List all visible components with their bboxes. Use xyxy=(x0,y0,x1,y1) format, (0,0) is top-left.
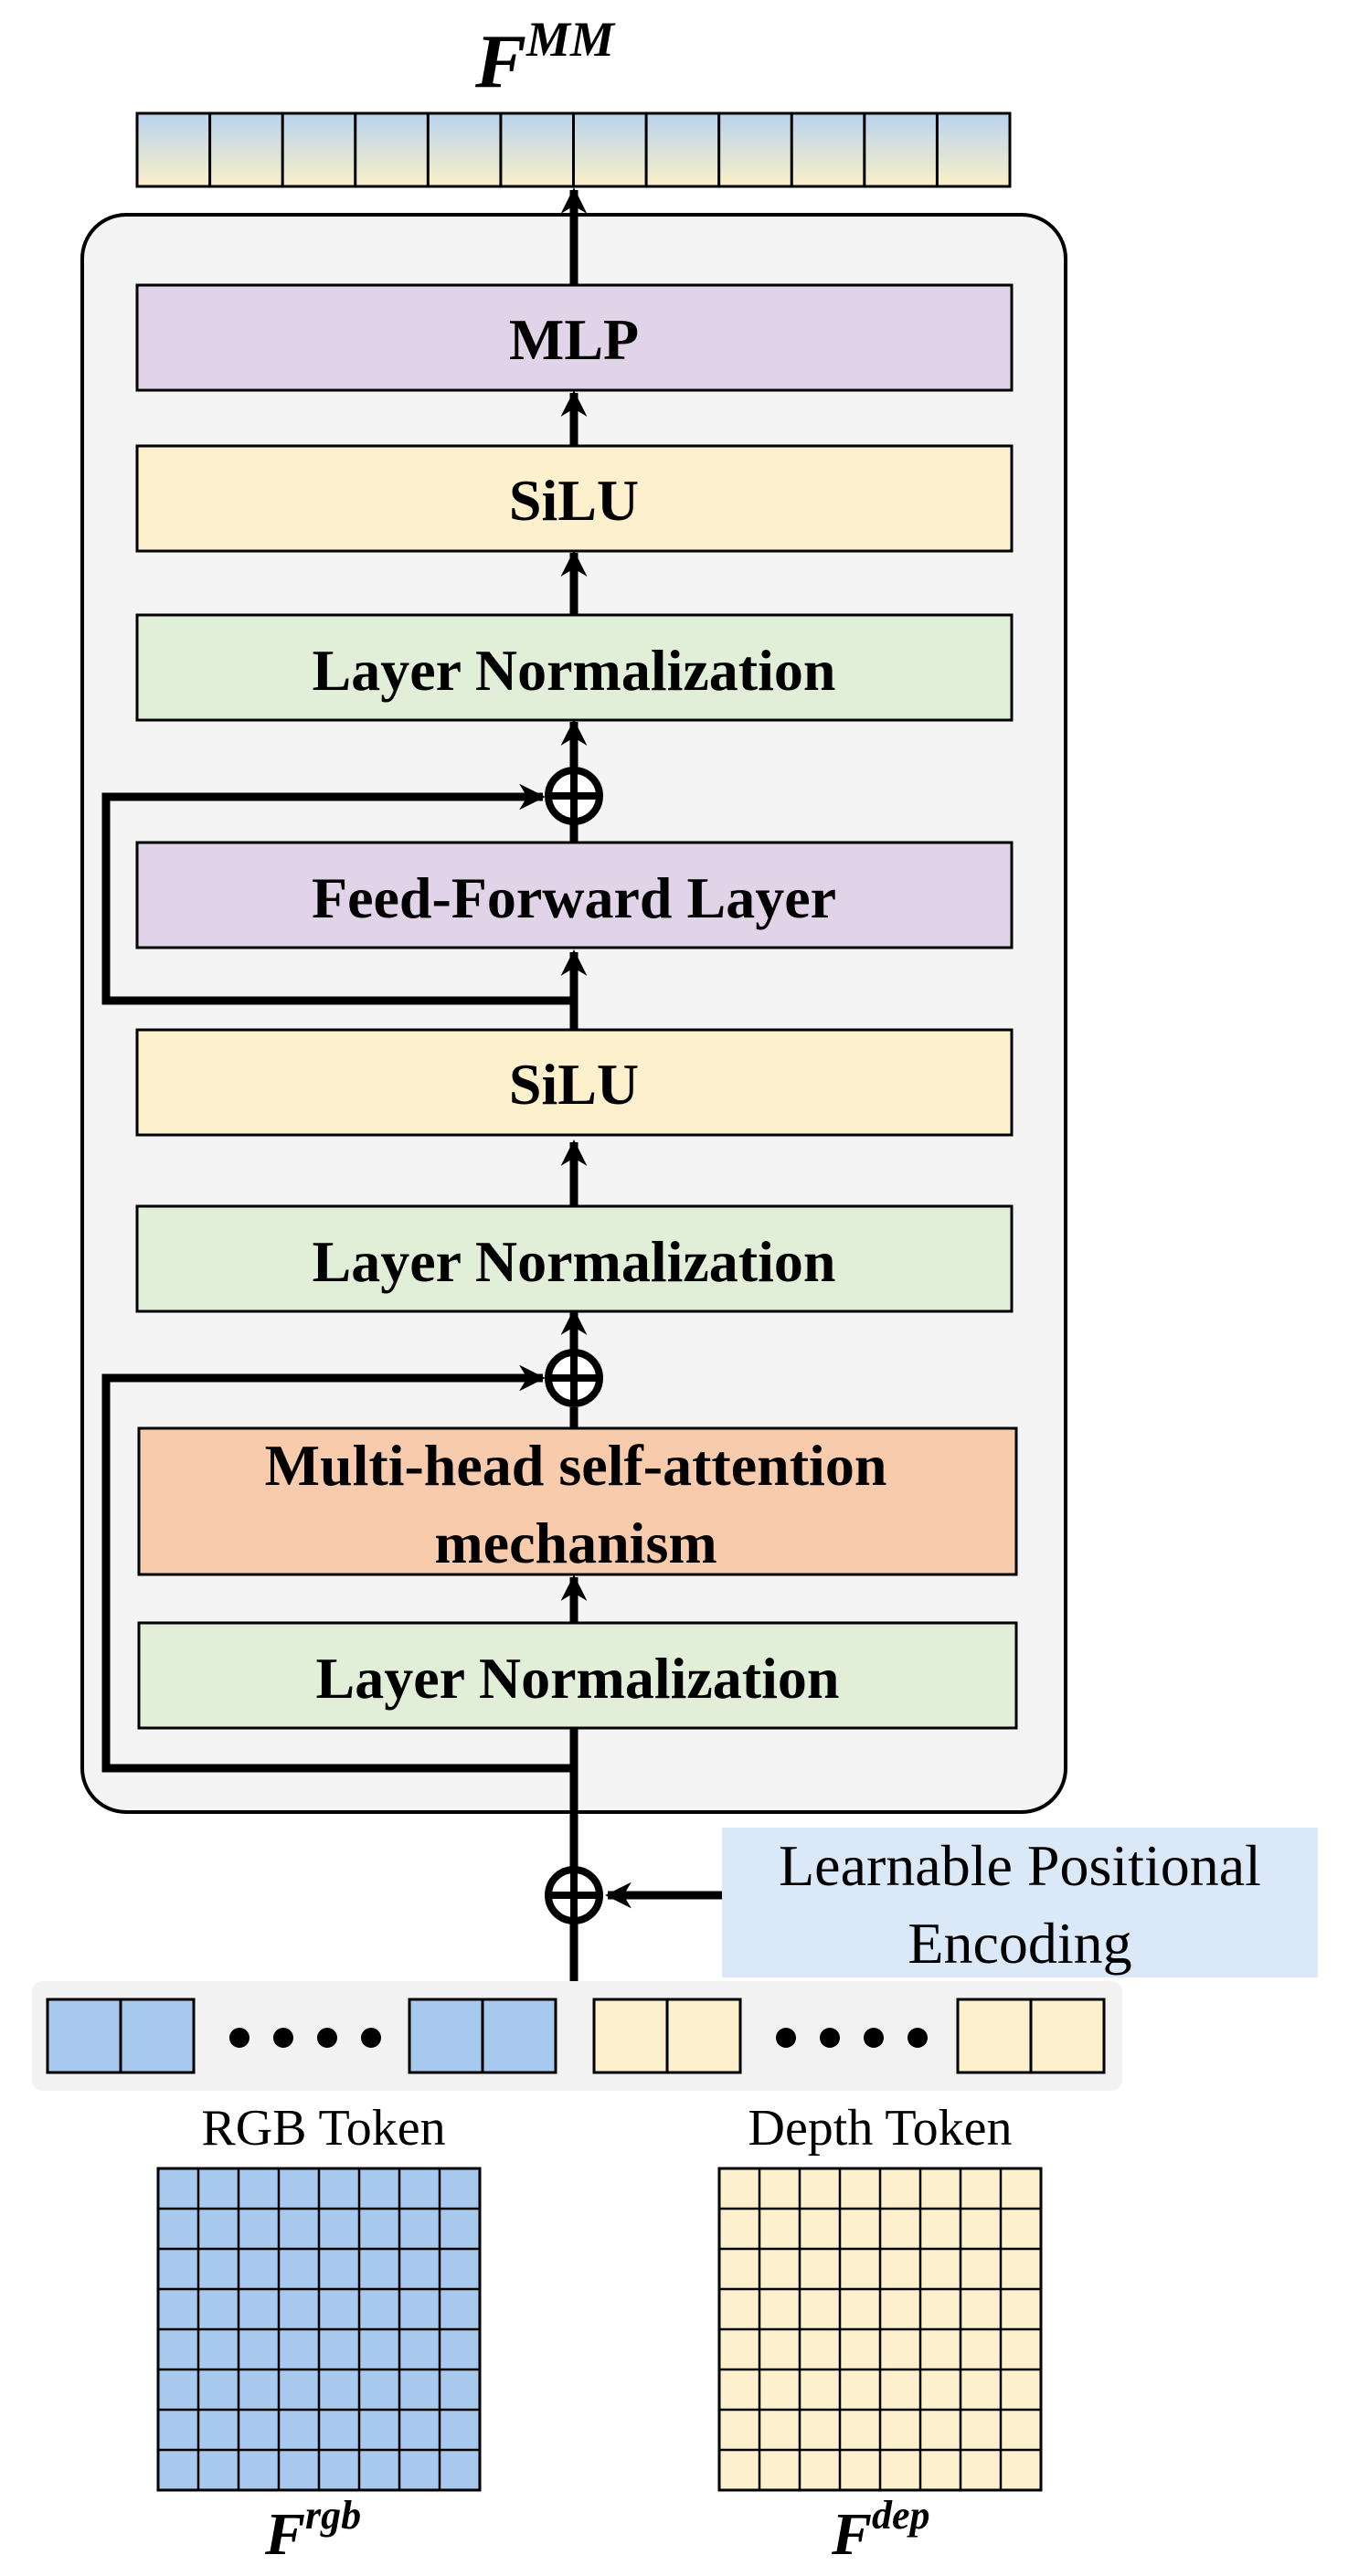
rgb-token-grid xyxy=(156,2167,482,2492)
ellipsis-dot xyxy=(361,2028,381,2048)
output-label: FMM xyxy=(474,12,616,104)
flow-arrows xyxy=(101,187,722,1981)
ellipsis-dot xyxy=(273,2028,293,2048)
feed-forward-label: Feed-Forward Layer xyxy=(312,865,836,930)
silu-block-top: SiLU xyxy=(135,444,1014,553)
silu-top-label: SiLU xyxy=(509,468,639,533)
ellipsis-dot xyxy=(229,2028,249,2048)
add-circle-mid xyxy=(545,1349,603,1407)
depth-token-pair xyxy=(592,1998,742,2074)
attention-block: Multi-head self-attention mechanism xyxy=(137,1426,1018,1576)
layer-norm-mid-label: Layer Normalization xyxy=(313,1229,836,1294)
ellipsis-dot xyxy=(776,2028,796,2048)
ellipsis-dot xyxy=(864,2028,884,2048)
attention-label-line2: mechanism xyxy=(434,1511,716,1575)
layer-norm-bottom-label: Layer Normalization xyxy=(316,1646,840,1711)
add-circle-top xyxy=(545,767,603,825)
ellipsis-dot xyxy=(317,2028,337,2048)
depth-token-pair xyxy=(956,1998,1106,2074)
mlp-label: MLP xyxy=(509,307,639,372)
rgb-token-pair xyxy=(408,1998,557,2074)
silu-mid-label: SiLU xyxy=(509,1052,639,1117)
positional-encoding-box: Learnable Positional Encoding xyxy=(722,1828,1318,1977)
rgb-token-label: RGB Token xyxy=(201,2100,445,2157)
depth-token-grid xyxy=(717,2167,1043,2492)
output-token-strip xyxy=(135,111,1012,188)
depth-token-label: Depth Token xyxy=(748,2100,1013,2157)
ellipsis-dot xyxy=(820,2028,840,2048)
token-sequence xyxy=(32,1981,1122,2091)
mlp-block: MLP xyxy=(135,283,1014,392)
layer-norm-block-top: Layer Normalization xyxy=(135,613,1014,722)
layer-norm-block-bottom: Layer Normalization xyxy=(137,1621,1018,1730)
ellipsis-dot xyxy=(908,2028,928,2048)
positional-encoding-line1: Learnable Positional xyxy=(779,1833,1261,1898)
rgb-symbol: Frgb xyxy=(264,2493,361,2568)
layer-norm-top-label: Layer Normalization xyxy=(313,638,836,703)
add-circle-bottom xyxy=(545,1866,603,1924)
positional-encoding-line2: Encoding xyxy=(908,1911,1131,1976)
layer-norm-block-mid: Layer Normalization xyxy=(135,1204,1014,1313)
rgb-token-pair xyxy=(46,1998,196,2074)
silu-block-mid: SiLU xyxy=(135,1028,1014,1137)
attention-label-line1: Multi-head self-attention xyxy=(265,1433,887,1498)
depth-symbol: Fdep xyxy=(831,2493,930,2568)
feed-forward-block: Feed-Forward Layer xyxy=(135,841,1014,949)
